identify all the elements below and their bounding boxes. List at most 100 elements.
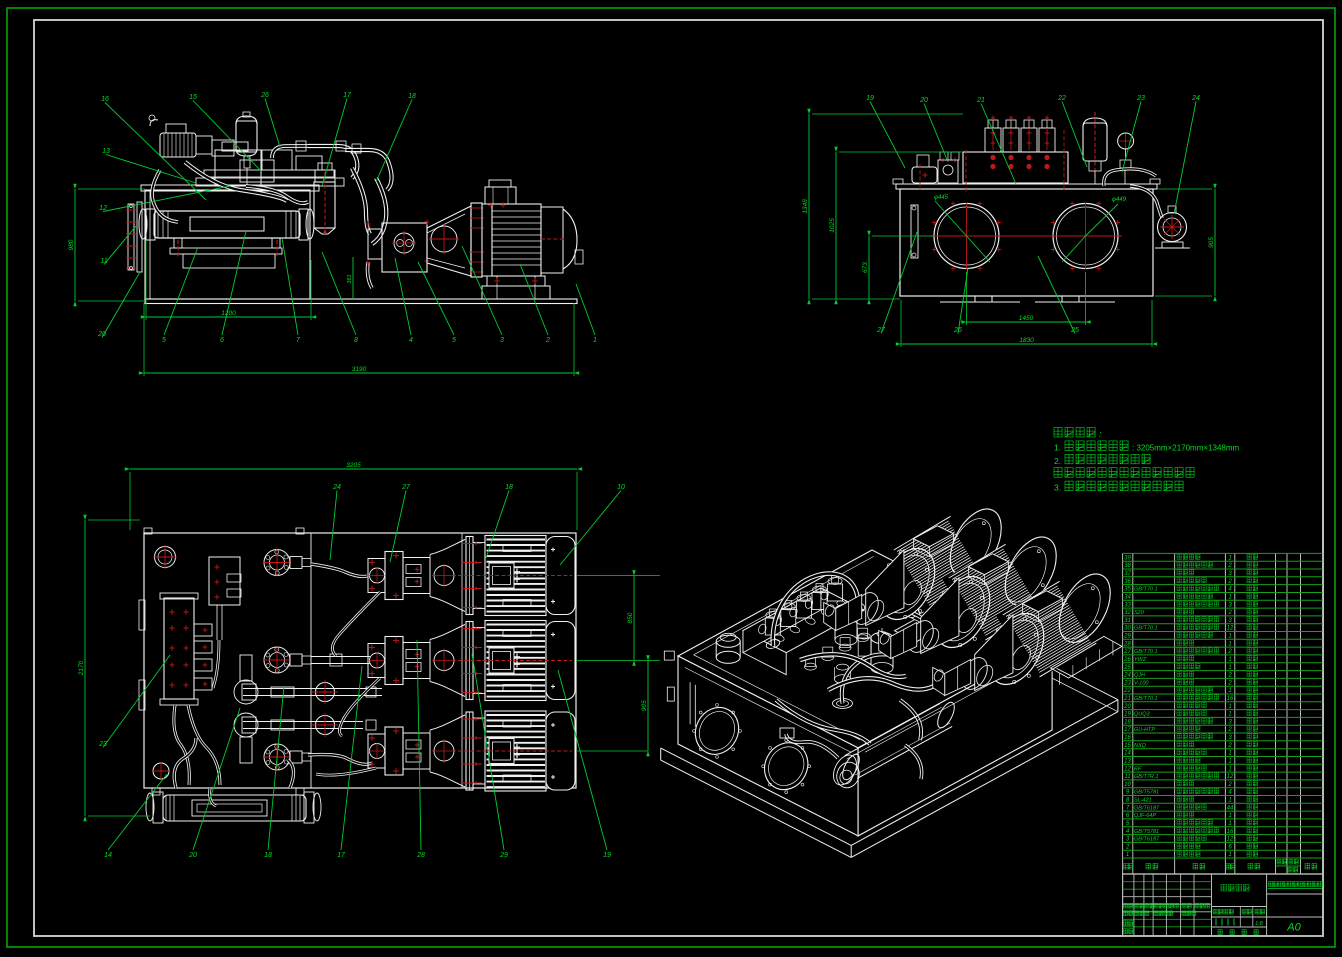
svg-text:1025: 1025 <box>829 218 836 233</box>
svg-text:5: 5 <box>162 337 166 344</box>
svg-text:13: 13 <box>102 148 110 155</box>
svg-text:QJH: QJH <box>1134 673 1145 679</box>
svg-text:18: 18 <box>1124 719 1131 725</box>
svg-text:10: 10 <box>617 484 625 491</box>
svg-text:11: 11 <box>100 258 107 265</box>
svg-text:28: 28 <box>416 852 425 859</box>
svg-text:10: 10 <box>1124 782 1131 788</box>
svg-text:QJF-64P: QJF-64P <box>1134 813 1156 819</box>
svg-text:1: 1 <box>1228 704 1231 710</box>
svg-text:2: 2 <box>1227 782 1232 788</box>
svg-text:19: 19 <box>603 852 611 859</box>
svg-text:24: 24 <box>1191 95 1200 102</box>
svg-text:7: 7 <box>296 337 301 344</box>
svg-text:980: 980 <box>68 239 75 250</box>
svg-text:27: 27 <box>1123 649 1131 655</box>
svg-text:GB/T5781: GB/T5781 <box>1134 829 1159 835</box>
svg-text:38: 38 <box>1124 563 1131 569</box>
svg-text:28: 28 <box>1123 641 1131 647</box>
svg-text:26: 26 <box>260 92 269 99</box>
svg-text:16: 16 <box>1124 735 1131 741</box>
svg-text:16: 16 <box>101 96 109 103</box>
svg-text:3: 3 <box>1228 602 1232 608</box>
svg-text:1: 1 <box>593 337 597 344</box>
svg-text:S20: S20 <box>1134 610 1145 616</box>
svg-text:37: 37 <box>1124 571 1131 577</box>
svg-text:1: 1 <box>1228 641 1231 647</box>
svg-text:25: 25 <box>1070 327 1079 334</box>
svg-text:NXQ: NXQ <box>1134 743 1147 749</box>
svg-text:8: 8 <box>1126 798 1130 804</box>
svg-text:12: 12 <box>1227 774 1234 780</box>
svg-text:2: 2 <box>1227 579 1232 585</box>
svg-text:14: 14 <box>104 852 112 859</box>
svg-text:35: 35 <box>1124 587 1131 593</box>
svg-text:5: 5 <box>1126 821 1130 827</box>
svg-text:3205: 3205 <box>346 462 361 469</box>
svg-text:3: 3 <box>1126 837 1130 843</box>
svg-text:2: 2 <box>1227 563 1232 569</box>
svg-text:14: 14 <box>1124 751 1131 757</box>
svg-text:2170: 2170 <box>78 660 85 676</box>
svg-text:1200: 1200 <box>221 310 236 317</box>
svg-text:18: 18 <box>408 93 416 100</box>
svg-text:25: 25 <box>1123 665 1131 671</box>
svg-text:16: 16 <box>1227 829 1234 835</box>
svg-text:12: 12 <box>1124 766 1131 772</box>
svg-text:1: 1 <box>1228 595 1231 601</box>
svg-text:GU-HTP: GU-HTP <box>1134 727 1155 733</box>
svg-text:8: 8 <box>354 337 358 344</box>
svg-text:23: 23 <box>1123 680 1131 686</box>
svg-text:YWZ: YWZ <box>1134 657 1147 663</box>
svg-text:22: 22 <box>1123 688 1131 694</box>
svg-text:1348: 1348 <box>802 199 809 214</box>
svg-text:44: 44 <box>1227 805 1234 811</box>
svg-text:22: 22 <box>1057 95 1066 102</box>
svg-text:4: 4 <box>409 337 413 344</box>
svg-text:5: 5 <box>452 337 456 344</box>
svg-text::: : <box>1099 429 1102 440</box>
svg-text:SL-421: SL-421 <box>1134 798 1152 804</box>
svg-text:GB/T6187: GB/T6187 <box>1134 837 1160 843</box>
svg-text:36: 36 <box>1124 579 1131 585</box>
svg-text:2: 2 <box>1227 680 1232 686</box>
svg-text:20: 20 <box>919 97 928 104</box>
svg-text:27: 27 <box>401 484 411 491</box>
svg-text:1: 1 <box>1228 798 1231 804</box>
svg-text:RF: RF <box>1134 766 1142 772</box>
svg-text:11: 11 <box>1124 774 1130 780</box>
svg-text:GB/T5781: GB/T5781 <box>1134 790 1159 796</box>
svg-text:7: 7 <box>1126 805 1130 811</box>
svg-text:673: 673 <box>862 262 869 273</box>
svg-text:21: 21 <box>976 97 985 104</box>
svg-text:2: 2 <box>1227 727 1232 733</box>
svg-text:GB/T6187: GB/T6187 <box>1134 805 1160 811</box>
svg-text:31: 31 <box>1124 618 1131 624</box>
svg-text:3: 3 <box>1228 571 1232 577</box>
svg-text:9: 9 <box>1126 790 1130 796</box>
svg-text:1: 1 <box>1228 634 1231 640</box>
svg-text:23: 23 <box>98 741 107 748</box>
svg-text:1: 1 <box>1228 766 1231 772</box>
svg-text:φ449: φ449 <box>1112 197 1127 203</box>
svg-text:1.: 1. <box>1054 442 1061 452</box>
svg-text:29: 29 <box>1123 634 1131 640</box>
svg-text:1:8: 1:8 <box>1255 921 1264 927</box>
svg-text:20: 20 <box>1123 704 1131 710</box>
svg-text:2.: 2. <box>1054 456 1061 466</box>
svg-text:3.: 3. <box>1054 483 1061 493</box>
svg-text:361: 361 <box>347 274 353 283</box>
svg-text:GB/T7R.1: GB/T7R.1 <box>1134 774 1158 780</box>
svg-text:1: 1 <box>1228 759 1231 765</box>
svg-text:1: 1 <box>1228 665 1231 671</box>
svg-text:V-100: V-100 <box>1134 680 1149 686</box>
svg-text:905: 905 <box>641 700 648 711</box>
svg-text:32: 32 <box>1124 610 1131 616</box>
svg-text:19: 19 <box>1124 712 1131 718</box>
svg-text:12: 12 <box>1227 837 1234 843</box>
svg-text:18: 18 <box>264 852 272 859</box>
svg-text:GB/T70.1: GB/T70.1 <box>1134 649 1158 655</box>
svg-text:6: 6 <box>1126 813 1130 819</box>
svg-text:1: 1 <box>1228 821 1231 827</box>
svg-text:23: 23 <box>1136 95 1145 102</box>
